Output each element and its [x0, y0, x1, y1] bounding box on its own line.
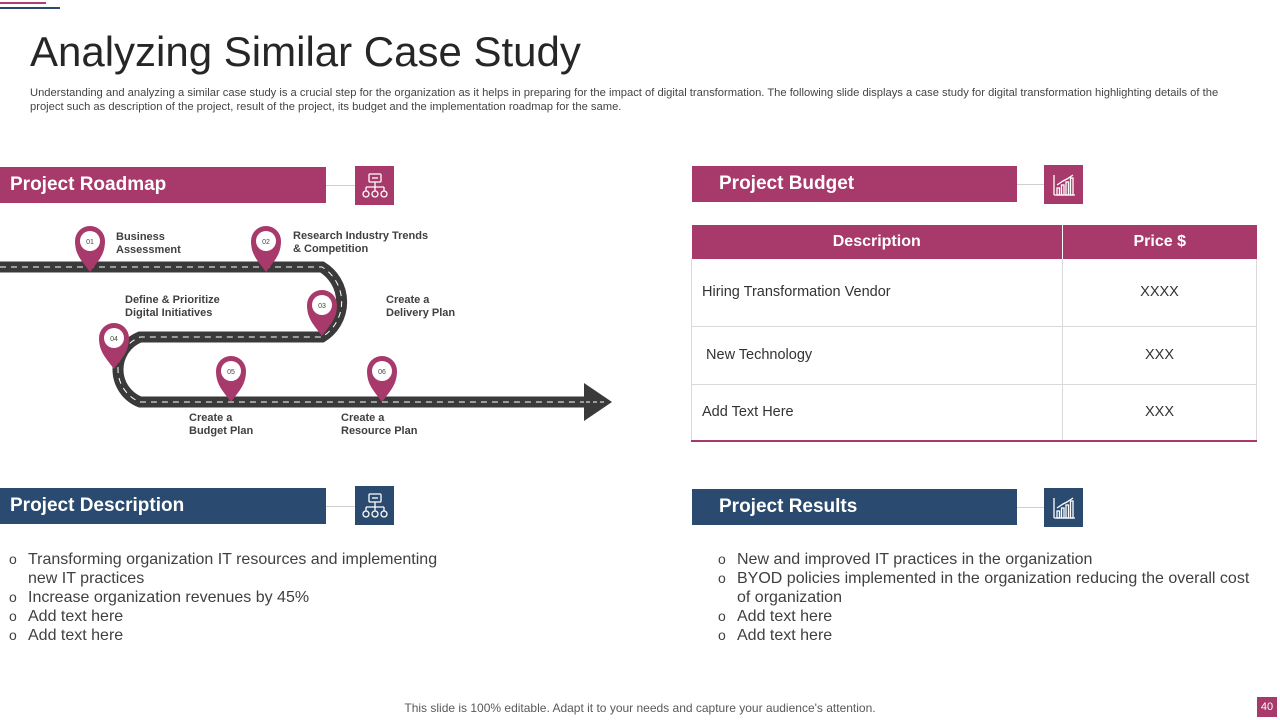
- table-cell-price: XXXX: [1062, 259, 1257, 327]
- roadmap-heading-text: Project Roadmap: [10, 174, 167, 195]
- milestone-number-06: 06: [378, 369, 386, 376]
- page-title: Analyzing Similar Case Study: [30, 28, 581, 75]
- milestone-label-01: Business Assessment: [116, 231, 181, 257]
- bar-chart-icon: [1044, 165, 1083, 204]
- milestone-label-line: Research Industry Trends: [293, 230, 429, 242]
- roadmap-heading: Project Roadmap: [0, 167, 326, 203]
- description-heading: Project Description: [0, 488, 326, 524]
- page-subtitle: Understanding and analyzing a similar ca…: [30, 87, 1219, 113]
- milestone-number-05: 05: [227, 369, 235, 376]
- milestone-label-line: Digital Initiatives: [125, 307, 213, 319]
- description-bullets: Transforming organization IT resources a…: [9, 550, 449, 645]
- table-cell-description: New Technology: [691, 326, 1063, 385]
- table-cell-price: XXX: [1062, 384, 1257, 442]
- roadmap-road: 01 02 03 04 05 06: [0, 226, 612, 421]
- list-item: Add text here: [9, 607, 449, 626]
- description-heading-text: Project Description: [10, 495, 185, 516]
- corner-line-navy: [0, 7, 60, 9]
- hierarchy-icon: [355, 166, 394, 205]
- list-item: New and improved IT practices in the org…: [718, 550, 1253, 569]
- milestone-label-06: Create a Resource Plan: [341, 412, 417, 438]
- milestone-label-line: Define & Prioritize: [125, 294, 220, 306]
- milestone-number-02: 02: [262, 239, 270, 246]
- milestone-label-line: Business: [116, 231, 165, 243]
- list-item: Transforming organization IT resources a…: [9, 550, 449, 588]
- budget-heading: Project Budget: [692, 166, 1017, 202]
- results-heading: Project Results: [692, 489, 1017, 525]
- milestone-pin-05: [216, 356, 246, 402]
- table-row: New Technology XXX: [691, 326, 1257, 385]
- milestone-label-line: Delivery Plan: [386, 307, 456, 319]
- description-connector: [326, 506, 355, 507]
- milestone-label-04: Define & Prioritize Digital Initiatives: [125, 294, 220, 320]
- budget-heading-text: Project Budget: [719, 173, 855, 194]
- bar-chart-icon: [1044, 488, 1083, 527]
- milestone-label-line: Create a: [341, 412, 385, 424]
- table-header-row: Description Price $: [691, 225, 1257, 259]
- milestone-pin-02: [251, 226, 281, 272]
- column-header-price: Price $: [1062, 225, 1257, 259]
- milestone-number-01: 01: [86, 239, 94, 246]
- milestone-pin-01: [75, 226, 105, 272]
- milestone-label-line: Assessment: [116, 244, 181, 256]
- table-row: Add Text Here XXX: [691, 384, 1257, 442]
- roadmap-connector: [326, 185, 355, 186]
- list-item: Increase organization revenues by 45%: [9, 588, 449, 607]
- milestone-pin-03: [307, 290, 337, 336]
- milestone-label-line: Create a: [386, 294, 430, 306]
- list-item: Add text here: [718, 607, 1253, 626]
- results-heading-text: Project Results: [719, 496, 858, 517]
- list-item: Add text here: [9, 626, 449, 645]
- milestone-label-line: Resource Plan: [341, 425, 418, 437]
- list-item: Add text here: [718, 626, 1253, 645]
- milestone-label-line: Budget Plan: [189, 425, 254, 437]
- column-header-description: Description: [691, 225, 1063, 259]
- budget-table: Description Price $ Hiring Transformatio…: [691, 225, 1257, 442]
- results-bullets: New and improved IT practices in the org…: [718, 550, 1253, 645]
- milestone-label-03: Create a Delivery Plan: [386, 294, 455, 320]
- table-cell-price: XXX: [1062, 326, 1257, 385]
- table-row: Hiring Transformation Vendor XXXX: [691, 259, 1257, 327]
- hierarchy-icon: [355, 486, 394, 525]
- table-cell-description: Add Text Here: [691, 384, 1063, 442]
- roadmap-graphic: 01 02 03 04 05 06 Business Assessment Re…: [0, 215, 640, 455]
- table-cell-description: Hiring Transformation Vendor: [691, 259, 1063, 327]
- milestone-number-03: 03: [318, 303, 326, 310]
- milestone-label-line: Create a: [189, 412, 233, 424]
- milestone-number-04: 04: [110, 336, 118, 343]
- corner-line-magenta: [0, 2, 46, 4]
- milestone-label-line: & Competition: [293, 243, 369, 255]
- milestone-pin-06: [367, 356, 397, 402]
- list-item: BYOD policies implemented in the organiz…: [718, 569, 1253, 607]
- budget-connector: [1017, 184, 1044, 185]
- milestone-label-05: Create a Budget Plan: [189, 412, 253, 438]
- milestone-pin-04: [99, 323, 129, 369]
- results-connector: [1017, 507, 1044, 508]
- footer-note: This slide is 100% editable. Adapt it to…: [404, 701, 876, 715]
- milestone-label-02: Research Industry Trends & Competition: [293, 230, 428, 256]
- page-number: 40: [1257, 697, 1277, 717]
